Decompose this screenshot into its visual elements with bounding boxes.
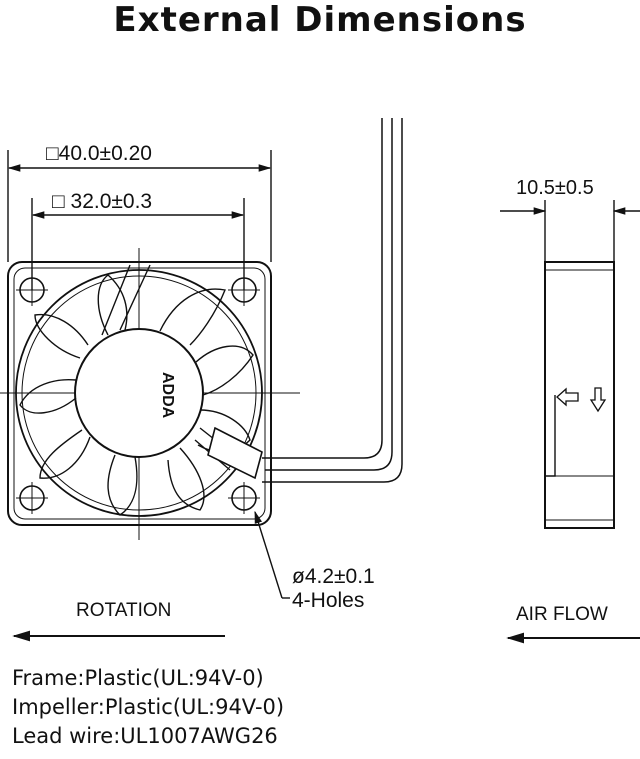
mounting-holes — [16, 274, 260, 514]
inner-dimension-label: □ 32.0±0.3 — [52, 190, 152, 213]
lead-wires — [262, 118, 403, 483]
outer-dimension-label: □40.0±0.20 — [46, 142, 152, 165]
brand-logo: ADDA — [159, 372, 176, 419]
hole-callout — [254, 510, 290, 599]
page-title: External Dimensions — [113, 0, 527, 40]
airflow-label: AIR FLOW — [516, 604, 608, 625]
spec-frame: Frame:Plastic(UL:94V-0) — [12, 666, 264, 690]
outer-dimension — [7, 150, 272, 262]
material-specs: Frame:Plastic(UL:94V-0) Impeller:Plastic… — [12, 664, 284, 751]
spec-impeller: Impeller:Plastic(UL:94V-0) — [12, 695, 285, 719]
hole-count-label: 4-Holes — [292, 589, 364, 612]
rotation-label: ROTATION — [76, 600, 171, 621]
hole-diameter-label: ø4.2±0.1 — [292, 565, 375, 588]
thickness-label: 10.5±0.5 — [516, 177, 594, 199]
fan-front-view — [0, 248, 300, 540]
spec-lead-wire: Lead wire:UL1007AWG26 — [12, 724, 278, 748]
fan-side-view — [544, 261, 615, 529]
thickness-dimension — [500, 200, 640, 262]
